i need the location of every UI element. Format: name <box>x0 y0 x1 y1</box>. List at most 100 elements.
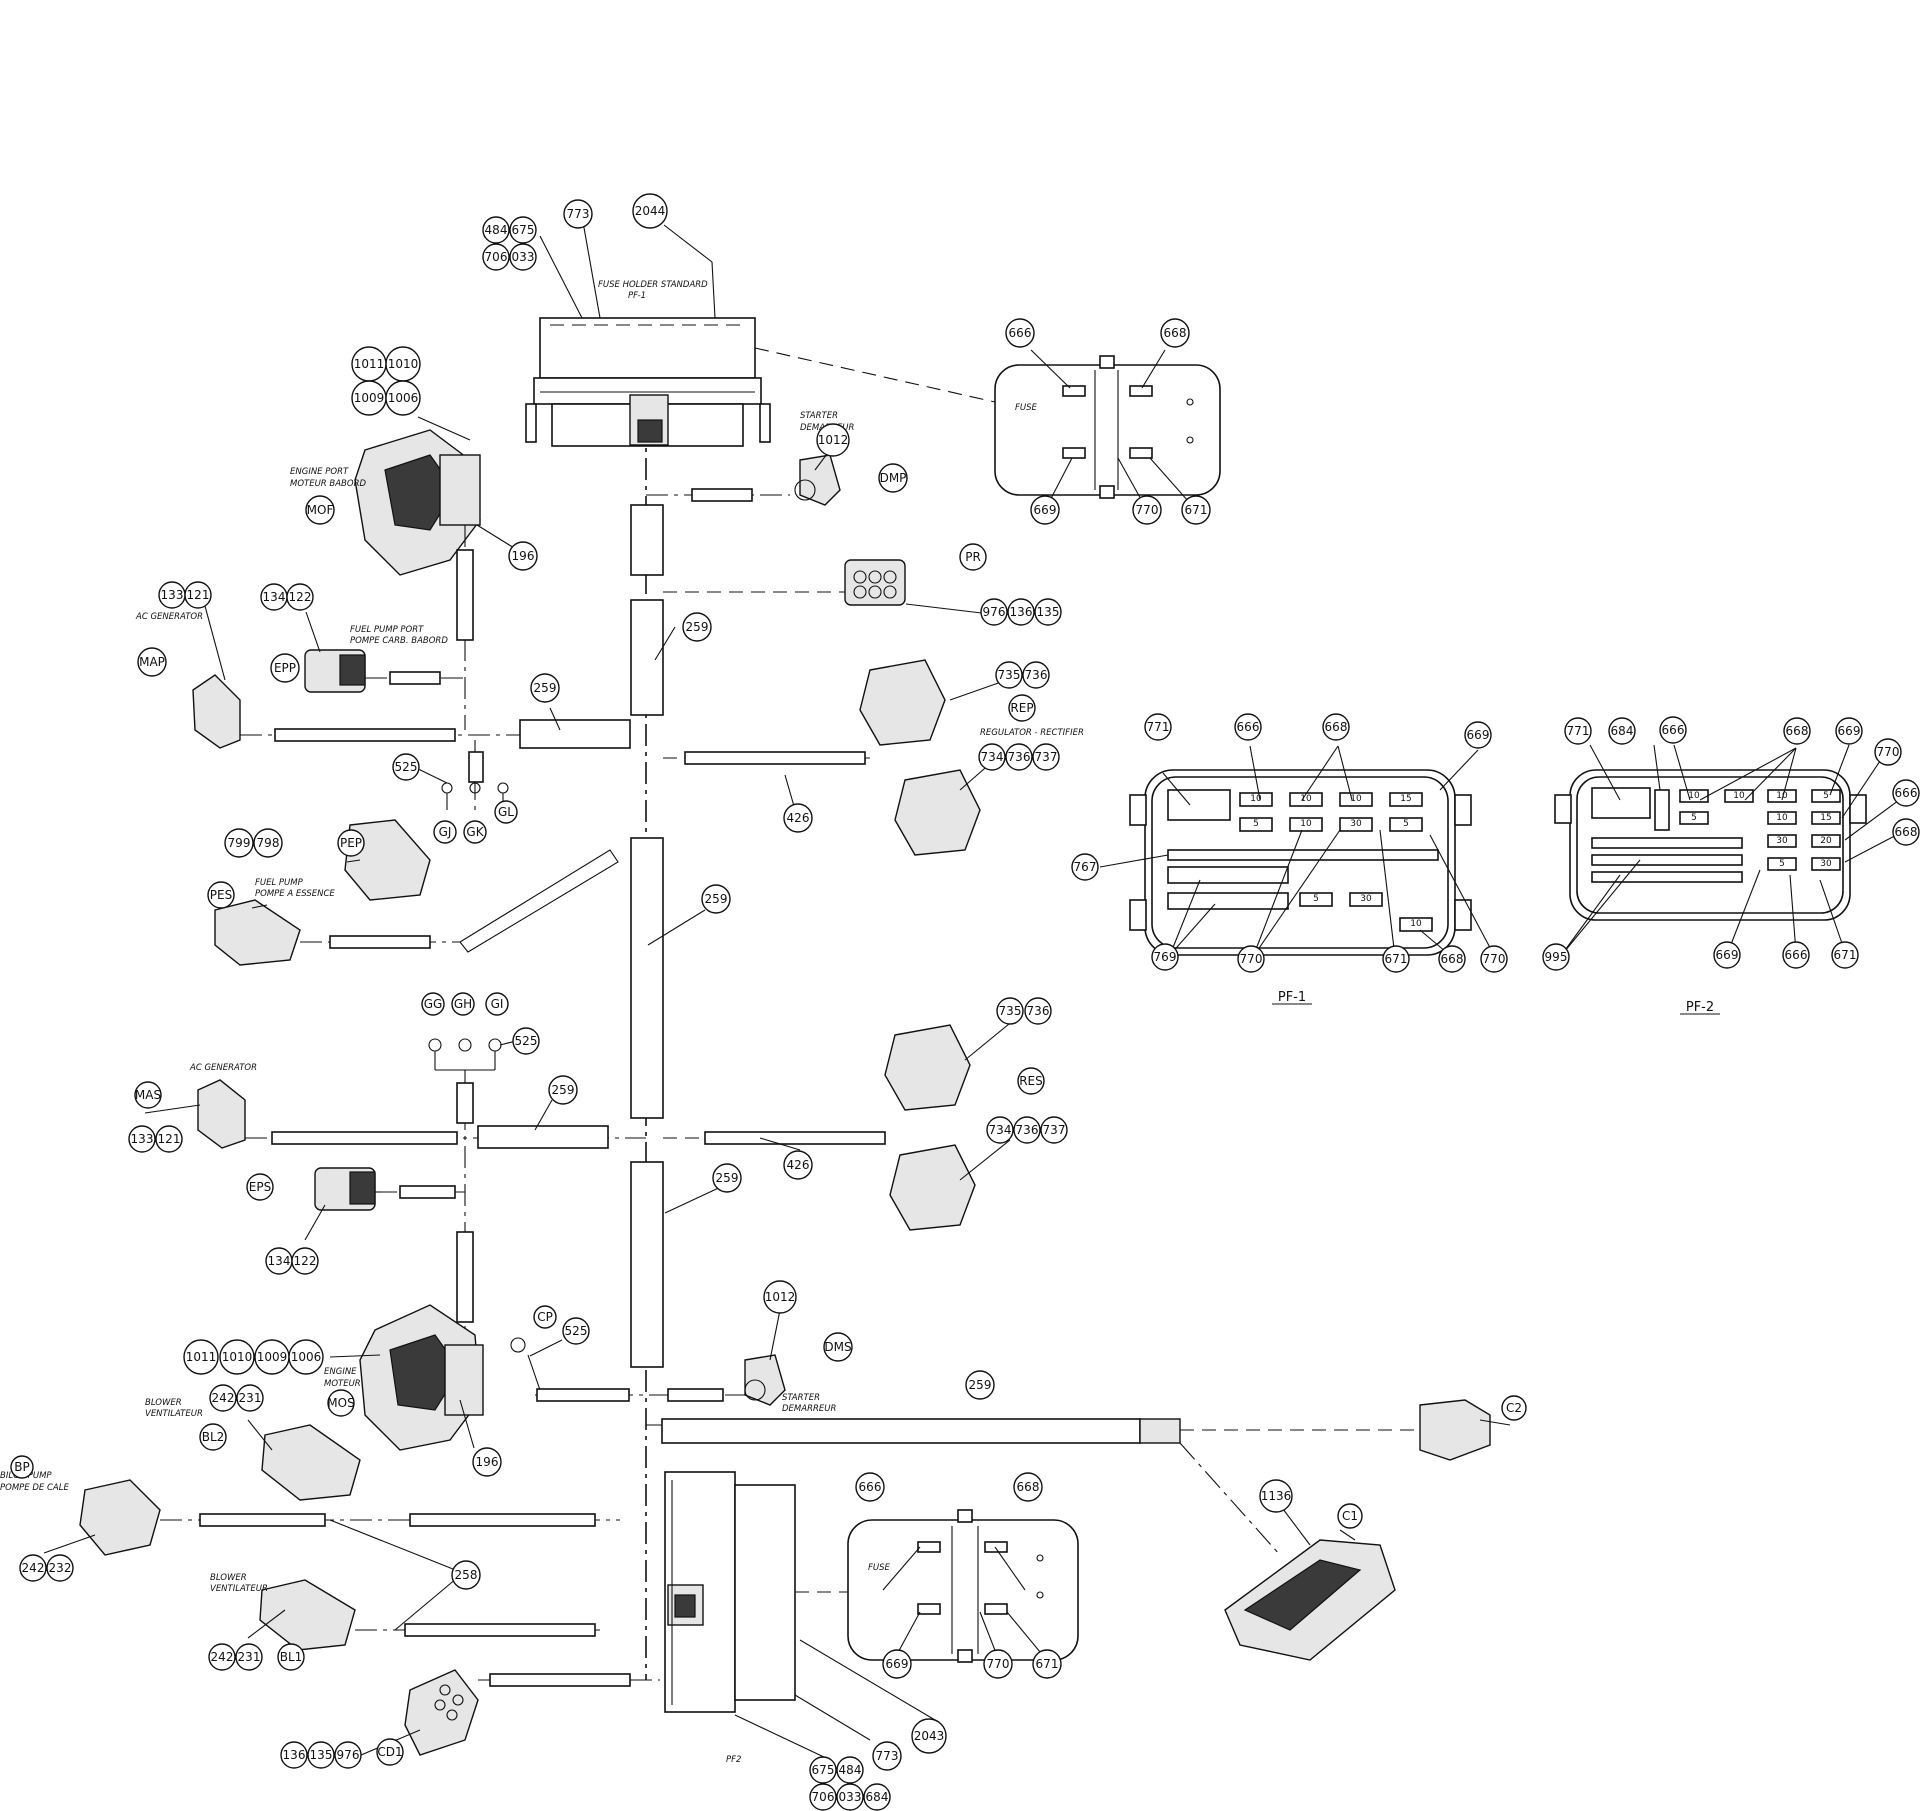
callout-bubble: 767 <box>1071 853 1099 881</box>
callout-bubble: 1011 <box>183 1339 219 1375</box>
callout-bubble: 669 <box>882 1649 912 1679</box>
ground-rings-mid <box>428 1038 502 1071</box>
svg-text:135: 135 <box>310 1748 333 1762</box>
callout-bubble: 669 <box>1464 721 1492 749</box>
ground-rings-top <box>441 740 509 810</box>
callout-bubble: 976 <box>980 598 1008 626</box>
callout-bubble: PES <box>207 881 235 909</box>
fuel-pump-connectors[interactable]: FUEL PUMP POMPE A ESSENCE <box>214 819 431 966</box>
engine-port-connector[interactable]: ENGINE PORT MOTEUR BABORD <box>290 429 481 576</box>
callout-bubble: 2043 <box>911 1718 947 1754</box>
callout-bubble: BL2 <box>199 1423 227 1451</box>
callout-bubble: 671 <box>1382 945 1410 973</box>
callout-bubble: RES <box>1017 1067 1045 1095</box>
pf2-pin: 10 <box>1688 791 1700 801</box>
callout-bubble: 259 <box>701 884 731 914</box>
regulator-connectors-top[interactable]: REGULATOR - RECTIFIER <box>859 659 1084 856</box>
svg-text:525: 525 <box>515 1034 538 1048</box>
svg-text:769: 769 <box>1154 950 1177 964</box>
svg-text:734: 734 <box>981 750 1004 764</box>
eps-connector[interactable] <box>314 1167 376 1211</box>
fuel-port-subcaption: POMPE CARB. BABORD <box>350 636 448 646</box>
callout-bubble: 2044 <box>632 193 668 229</box>
callout-bubble: MOF <box>305 495 335 525</box>
callout-bubble: GK <box>463 820 487 844</box>
starter-stbd-subcaption: DEMARREUR <box>782 1404 836 1414</box>
callout-bubble: 734 <box>986 1116 1014 1144</box>
svg-text:671: 671 <box>1036 1657 1059 1671</box>
fuel-stbd-subcaption: POMPE A ESSENCE <box>255 889 335 899</box>
svg-text:671: 671 <box>1385 952 1408 966</box>
callout-bubble: 1012 <box>763 1280 797 1314</box>
callout-bubble: 771 <box>1564 717 1592 745</box>
cd1-connector[interactable] <box>404 1669 479 1756</box>
svg-text:1009: 1009 <box>257 1350 288 1364</box>
svg-text:426: 426 <box>787 811 810 825</box>
svg-text:232: 232 <box>49 1561 72 1575</box>
callout-bubble: 671 <box>1831 941 1859 969</box>
callout-bubble: C1 <box>1337 1503 1363 1529</box>
svg-text:736: 736 <box>1027 1004 1050 1018</box>
callout-bubble: 736 <box>1013 1116 1041 1144</box>
callout-bubble: 770 <box>1132 495 1162 525</box>
engine-port-subcaption: MOTEUR BABORD <box>290 479 366 489</box>
c1-connector[interactable] <box>1224 1539 1396 1661</box>
fuse-holder-top[interactable]: FUSE HOLDER STANDARD PF-1 <box>525 280 771 447</box>
svg-text:1011: 1011 <box>354 357 385 371</box>
svg-text:684: 684 <box>866 1790 889 1804</box>
svg-text:668: 668 <box>1441 952 1464 966</box>
svg-text:666: 666 <box>1237 720 1260 734</box>
starter-stbd[interactable]: STARTER DEMARREUR <box>744 1354 836 1414</box>
regulator-connectors-bottom[interactable] <box>884 1024 976 1231</box>
svg-text:525: 525 <box>395 760 418 774</box>
svg-text:121: 121 <box>158 1132 181 1146</box>
callout-bubble: 736 <box>1022 661 1050 689</box>
epp-connector[interactable]: FUEL PUMP PORT POMPE CARB. BABORD <box>304 625 448 693</box>
starter-port[interactable]: STARTER DEMARREUR <box>794 411 854 506</box>
svg-text:666: 666 <box>1785 948 1808 962</box>
svg-text:231: 231 <box>238 1650 261 1664</box>
callout-bubble: 666 <box>1782 941 1810 969</box>
ac-generator-port[interactable]: AC GENERATOR <box>135 612 241 749</box>
svg-text:773: 773 <box>876 1749 899 1763</box>
svg-text:484: 484 <box>485 223 508 237</box>
fuse-holder-bottom[interactable]: PF2 <box>664 1471 796 1765</box>
callout-bubble: 525 <box>512 1027 540 1055</box>
ac-generator-stbd[interactable]: AC GENERATOR <box>189 1063 257 1149</box>
callout-bubble: 135 <box>307 1741 335 1769</box>
svg-text:259: 259 <box>969 1378 992 1392</box>
c2-connector[interactable] <box>1419 1399 1491 1461</box>
callout-bubble: 525 <box>392 753 420 781</box>
svg-text:134: 134 <box>263 590 286 604</box>
pf1-pin: 10 <box>1410 919 1422 929</box>
engine-stbd-connector[interactable]: ENGINE MOTEUR <box>324 1304 484 1451</box>
blower-bl2[interactable]: BLOWER VENTILATEUR <box>145 1398 361 1501</box>
svg-text:736: 736 <box>1016 1123 1039 1137</box>
svg-text:1010: 1010 <box>222 1350 253 1364</box>
callout-bubble: CD1 <box>376 1738 404 1766</box>
svg-text:770: 770 <box>1483 952 1506 966</box>
svg-text:734: 734 <box>989 1123 1012 1137</box>
callout-bubble: 684 <box>863 1783 891 1811</box>
callout-bubble: GH <box>451 992 475 1016</box>
bilge-pump-bp[interactable]: BILGE PUMP POMPE DE CALE <box>0 1471 161 1556</box>
callout-bubble: 134 <box>260 583 288 611</box>
svg-text:737: 737 <box>1035 750 1058 764</box>
blower-bl1[interactable]: BLOWER VENTILATEUR <box>210 1573 356 1651</box>
svg-text:1012: 1012 <box>818 433 849 447</box>
svg-text:669: 669 <box>886 1657 909 1671</box>
pr-connector[interactable] <box>844 559 906 606</box>
callout-bubble: 484 <box>836 1756 864 1784</box>
callout-bubble: 668 <box>1438 945 1466 973</box>
svg-text:666: 666 <box>1009 326 1032 340</box>
callout-bubble: C2 <box>1501 1395 1527 1421</box>
svg-text:242: 242 <box>211 1650 234 1664</box>
callout-bubble: 258 <box>451 1560 481 1590</box>
callout-bubble: 259 <box>682 612 712 642</box>
svg-text:2043: 2043 <box>914 1729 945 1743</box>
pf1-pin: 10 <box>1300 819 1312 829</box>
svg-text:770: 770 <box>1136 503 1159 517</box>
svg-text:133: 133 <box>161 588 184 602</box>
fuel-port-caption: FUEL PUMP PORT <box>350 625 424 635</box>
svg-text:GJ: GJ <box>439 825 452 839</box>
